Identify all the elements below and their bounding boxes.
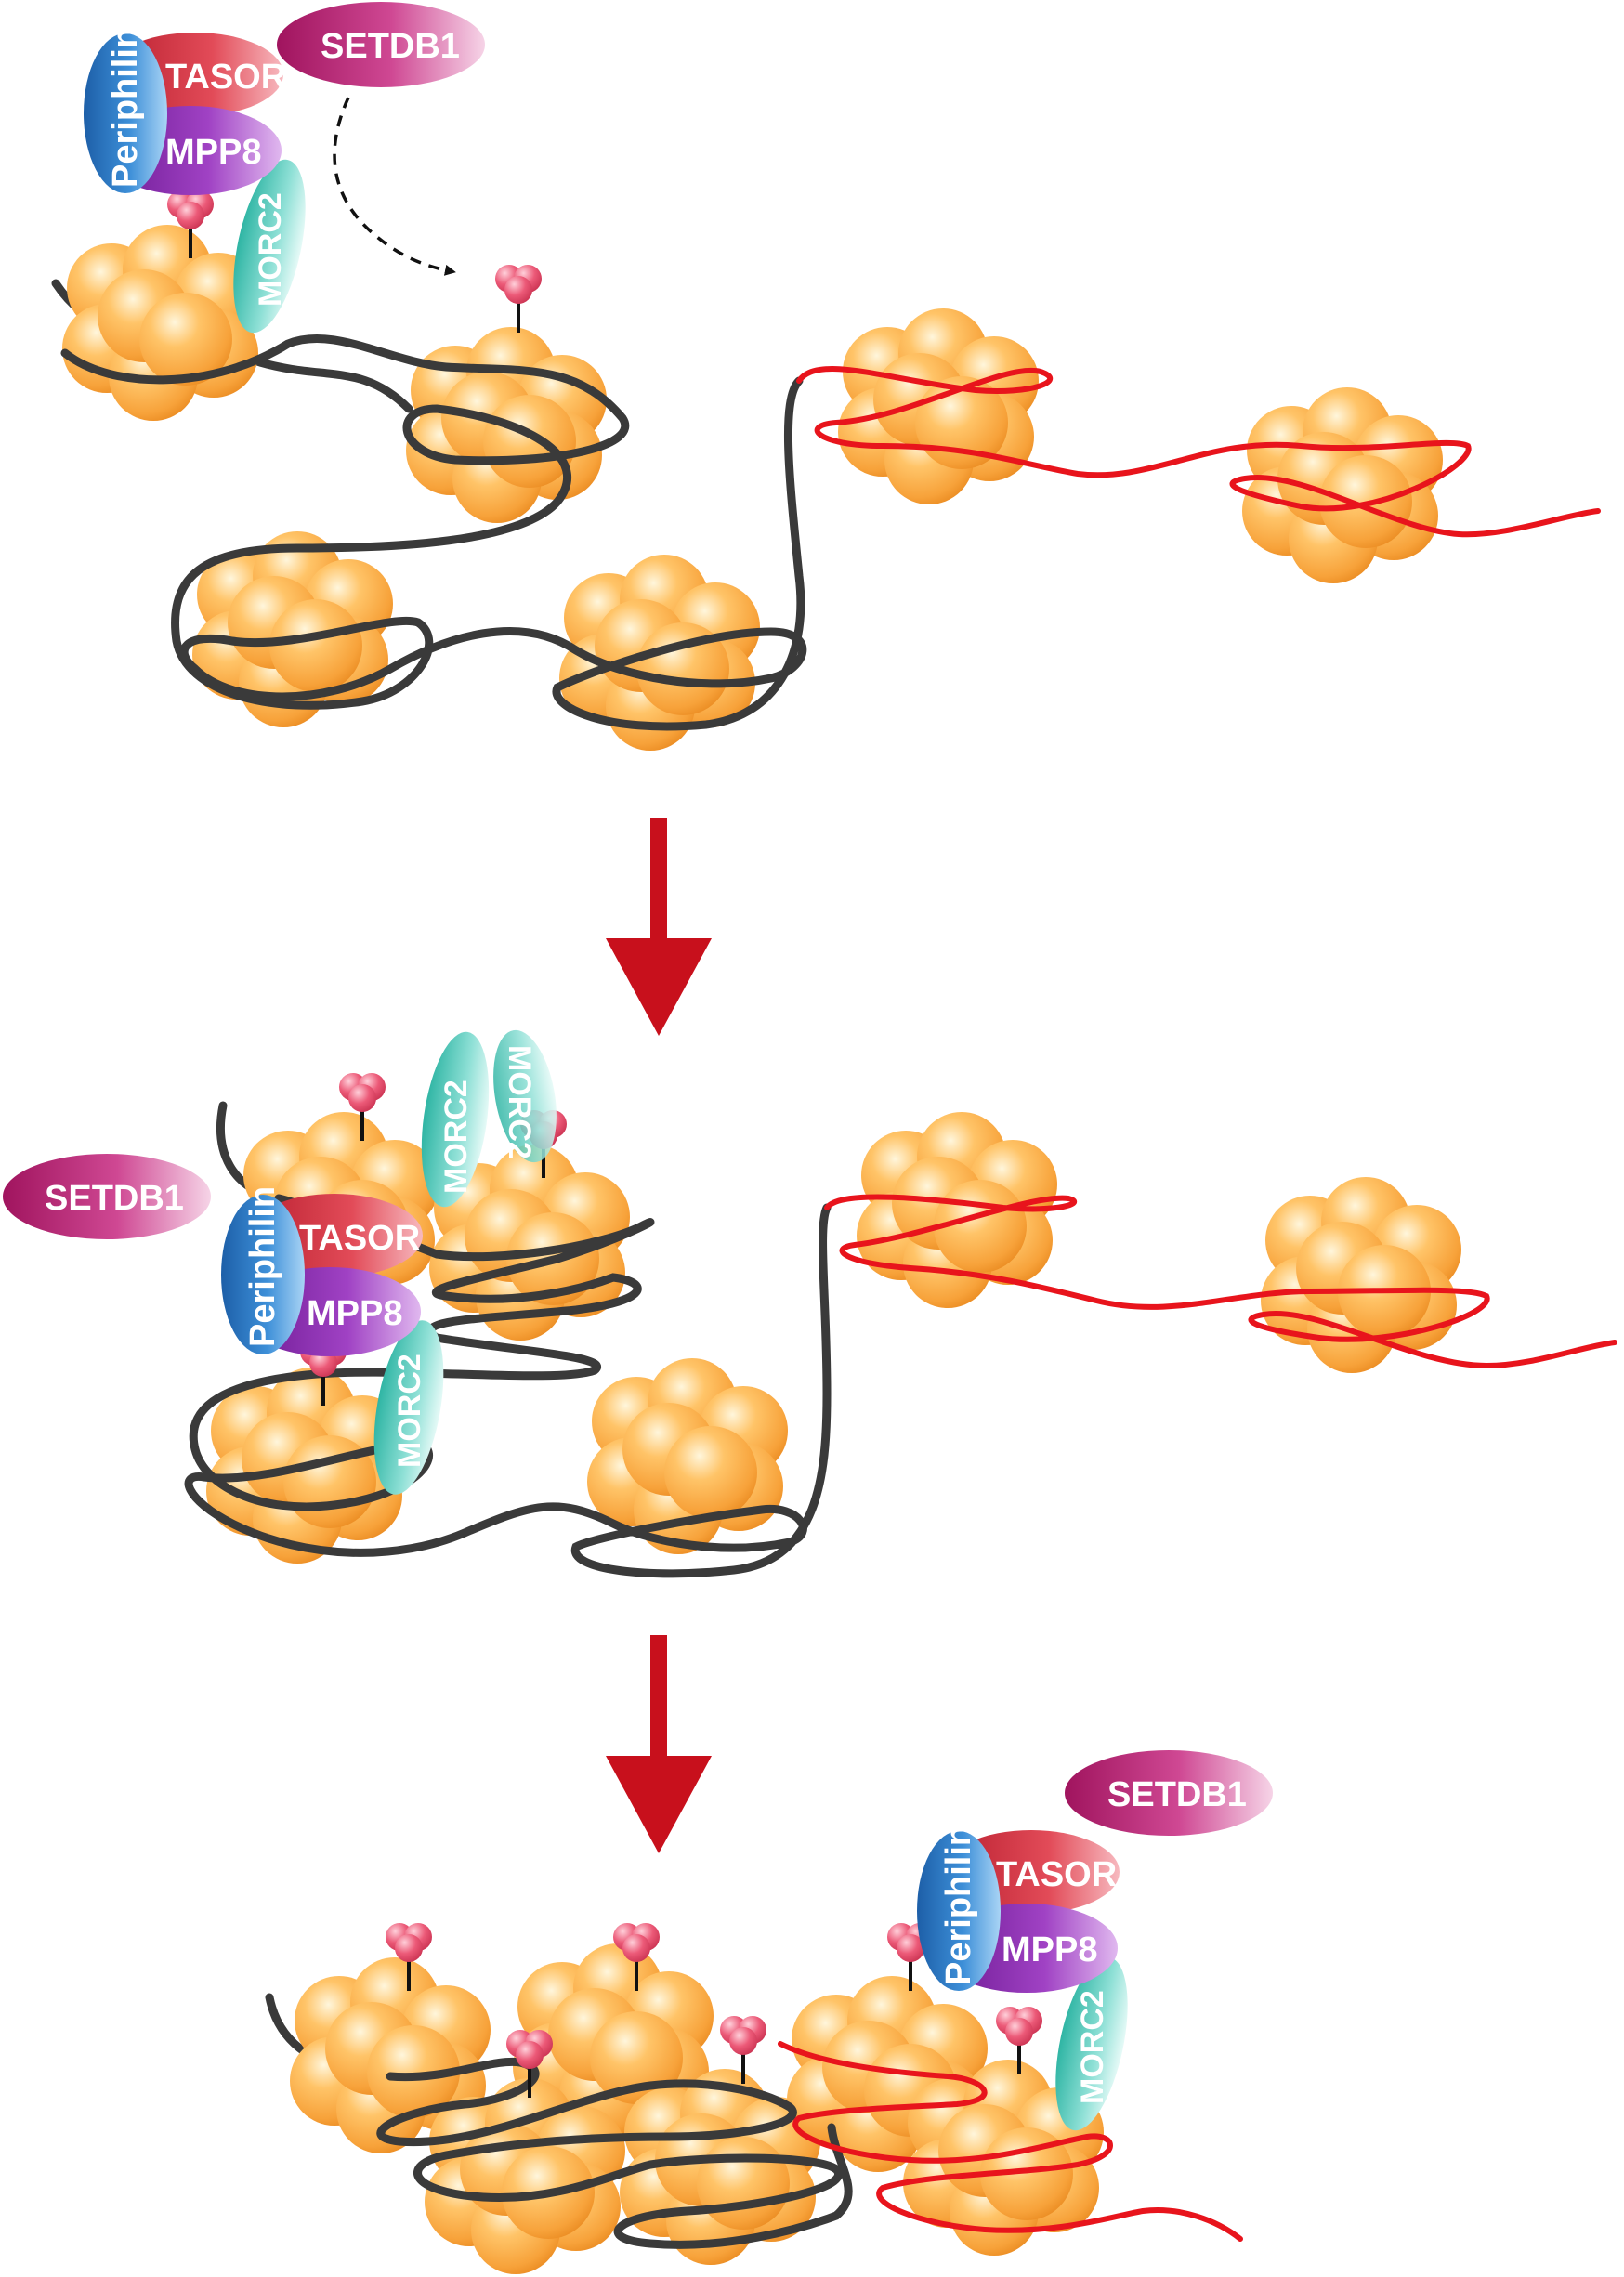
morc2-protein [493, 1029, 557, 1163]
panel-1-initial-state: MORC2 TASOR MPP8 Periphilin SETDB1 [51, 2, 1601, 751]
silenced-dna-strand [376, 2057, 853, 2249]
setdb1-label: SETDB1 [321, 27, 460, 66]
setdb1-protein [1065, 1750, 1273, 1836]
step-arrow-icon [606, 1635, 712, 1853]
setdb1-label: SETDB1 [45, 1179, 184, 1218]
periphilin-protein [221, 1195, 305, 1354]
h3k9me3-mark-icon [493, 263, 544, 334]
panel-3-compacted-heterochromatin: MORC2 TASOR MPP8 Periphilin SETDB1 [265, 1750, 1273, 2274]
nucleosome-histone-octamer [62, 225, 263, 421]
nucleosome-histone-octamer [1242, 387, 1443, 583]
mpp8-label: MPP8 [165, 133, 261, 172]
active-dna-strand [824, 1194, 1617, 1369]
setdb1-protein [3, 1154, 211, 1239]
mpp8-label: MPP8 [1002, 1930, 1097, 1969]
morc2-label: MORC2 [253, 192, 288, 307]
silenced-dna-strand [184, 1194, 832, 1578]
mpp8-label: MPP8 [307, 1294, 402, 1333]
morc2-label: MORC2 [392, 1354, 427, 1468]
nucleosome-histone-octamer [1261, 1177, 1461, 1373]
morc2-protein [1055, 1956, 1128, 2131]
morc2-protein [421, 1031, 490, 1208]
setdb1-protein [277, 2, 485, 87]
morc2-protein [373, 1320, 444, 1495]
hush-complex: MORC2 TASOR MPP8 Periphilin [84, 27, 306, 334]
tasor-label: TASOR [299, 1219, 420, 1258]
morc2-label: MORC2 [439, 1080, 474, 1194]
step-arrow-icon [606, 818, 712, 1036]
active-dna-strand [796, 366, 1601, 538]
periphilin-protein [917, 1831, 1001, 1991]
morc2-label: MORC2 [502, 1045, 537, 1159]
morc2-protein [233, 159, 306, 334]
morc2-label: MORC2 [1075, 1990, 1110, 2104]
hush-complex: MORC2 TASOR MPP8 Periphilin [917, 1825, 1128, 2131]
periphilin-label: Periphilin [106, 27, 145, 188]
hush-complex: MORC2 TASOR MPP8 Periphilin [221, 1186, 444, 1495]
panel-2-spreading: MORC2 MORC2 MORC2 TASOR MPP8 Periphilin … [3, 1029, 1617, 1578]
silenced-dna-strand [60, 334, 807, 731]
setdb1-label: SETDB1 [1107, 1775, 1247, 1814]
dashed-recruitment-arrow-icon [333, 97, 456, 276]
periphilin-protein [84, 33, 167, 193]
tasor-label: TASOR [165, 58, 286, 97]
tasor-label: TASOR [996, 1855, 1117, 1894]
nucleosome-histone-octamer [838, 308, 1039, 504]
periphilin-label: Periphilin [243, 1186, 282, 1347]
active-dna-strand [778, 2041, 1243, 2242]
periphilin-label: Periphilin [939, 1825, 978, 1985]
